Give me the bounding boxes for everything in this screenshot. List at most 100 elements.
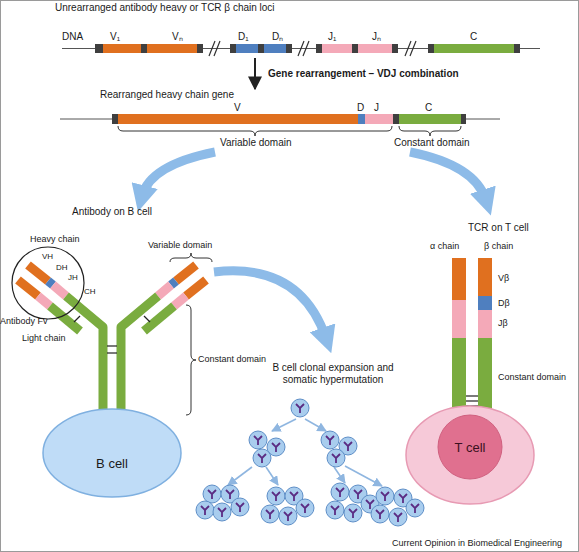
disulfide-bond-part [107, 352, 117, 353]
brace [186, 305, 196, 415]
rearranged-gene-part [112, 114, 118, 124]
cell-body [267, 487, 285, 505]
domain-label: Variable domain [148, 240, 212, 250]
antibody-part [18, 280, 38, 296]
journal-watermark: Current Opinion in Biomedical Engineerin… [392, 538, 562, 548]
segment-label: C [425, 102, 432, 114]
clone-arrow [266, 467, 278, 485]
antibody-symbol [326, 436, 334, 445]
arrow-label: Gene rearrangement – VDJ combination [268, 68, 459, 80]
cell-body [327, 449, 345, 467]
germline-loci-part [103, 44, 141, 53]
antibody-part [121, 296, 158, 418]
cell-body [279, 507, 297, 525]
clone-cell [406, 499, 424, 517]
tcr-part [452, 300, 466, 338]
rearranged-gene-part [118, 114, 358, 124]
segment-label: V [234, 102, 241, 114]
segment-label: D [357, 102, 364, 114]
segment-label: VH [42, 252, 53, 261]
dna-label: DNA [62, 31, 83, 43]
cell-nucleus [438, 415, 502, 479]
cell-body [213, 503, 231, 521]
big-arrow-part [214, 271, 326, 338]
antibody-symbol [284, 512, 292, 521]
antibody-symbol [258, 454, 266, 463]
germline-loci-part [405, 41, 416, 56]
clone-cell [253, 449, 271, 467]
antibody-symbol [272, 443, 280, 452]
clone-cell [196, 501, 214, 519]
antibody-symbol [208, 490, 216, 499]
germline-loci-part [264, 44, 286, 53]
fv-circle [12, 247, 84, 319]
cell-body [253, 449, 271, 467]
domain-label: Constant domain [498, 372, 566, 382]
cell-body [389, 508, 407, 526]
brace [170, 253, 212, 262]
clone-cell [267, 487, 285, 505]
clone-cell [321, 431, 339, 449]
cell-body [231, 498, 249, 516]
cell-label-box: B cell [42, 418, 182, 508]
chain-label: α chain [430, 241, 459, 251]
part-label: Light chain [22, 333, 66, 343]
clone-cell [371, 505, 389, 523]
germline-loci-part [392, 44, 398, 53]
cell-body [371, 505, 389, 523]
antibody-symbol [266, 510, 274, 519]
segment-label: D₁ [238, 31, 249, 43]
germline-loci-part [209, 41, 220, 56]
germline-loci-part [434, 44, 514, 53]
clone-cell [327, 449, 345, 467]
disulfide-bond [74, 316, 150, 353]
cell-body [344, 504, 362, 522]
rearranged-gene [60, 114, 500, 136]
clone-cells [196, 399, 424, 526]
cell-node: B cell [42, 408, 182, 498]
disulfide-bond-part [107, 345, 117, 346]
germline-loci-part [258, 44, 264, 53]
rearranged-gene-part [358, 114, 365, 124]
segment-label: CH [84, 287, 96, 296]
antibody-symbol [290, 492, 298, 501]
cell-outline [42, 408, 182, 498]
segment-label: Vβ [498, 273, 509, 283]
antibody-symbol [301, 504, 309, 513]
germline-loci [62, 41, 540, 56]
germline-loci-part [286, 44, 292, 53]
antibody-symbol [331, 506, 339, 515]
antibody-part [186, 280, 206, 296]
tcr-part [452, 258, 466, 300]
tcr-part [478, 310, 492, 338]
clone-cell [376, 487, 394, 505]
clone-arrow [272, 419, 296, 431]
big-arrow-part [142, 152, 215, 196]
gene-band: Unrearranged antibody heavy or TCR β cha… [55, 2, 540, 58]
part-label: Antibody Fv [0, 316, 48, 326]
antibody-part [158, 285, 171, 296]
rearranged-gene-part [399, 126, 461, 136]
antibody-symbol [296, 404, 304, 413]
disulfide-bond-part [74, 316, 80, 322]
germline-loci-part [358, 44, 392, 53]
clone-cell [279, 507, 297, 525]
antibody-part [53, 285, 66, 296]
germline-loci-part [147, 44, 197, 53]
tcr-part [478, 258, 492, 296]
germline-loci-part [352, 44, 358, 53]
rearranged-gene-part [399, 114, 461, 124]
antibody-symbol [376, 510, 384, 519]
antibody-part [174, 296, 186, 306]
cell-membrane [406, 406, 534, 504]
clone-arrow [305, 419, 326, 431]
antibody-symbol [272, 492, 280, 501]
domain-label: Constant domain [394, 137, 470, 149]
segment-label: Jₙ [372, 31, 381, 43]
cell-body [261, 505, 279, 523]
big-arrow [142, 152, 486, 338]
clone-cell [326, 501, 344, 519]
antibody-part [38, 296, 50, 306]
rearranged-gene-part [393, 114, 399, 124]
segment-label: J [374, 102, 379, 114]
